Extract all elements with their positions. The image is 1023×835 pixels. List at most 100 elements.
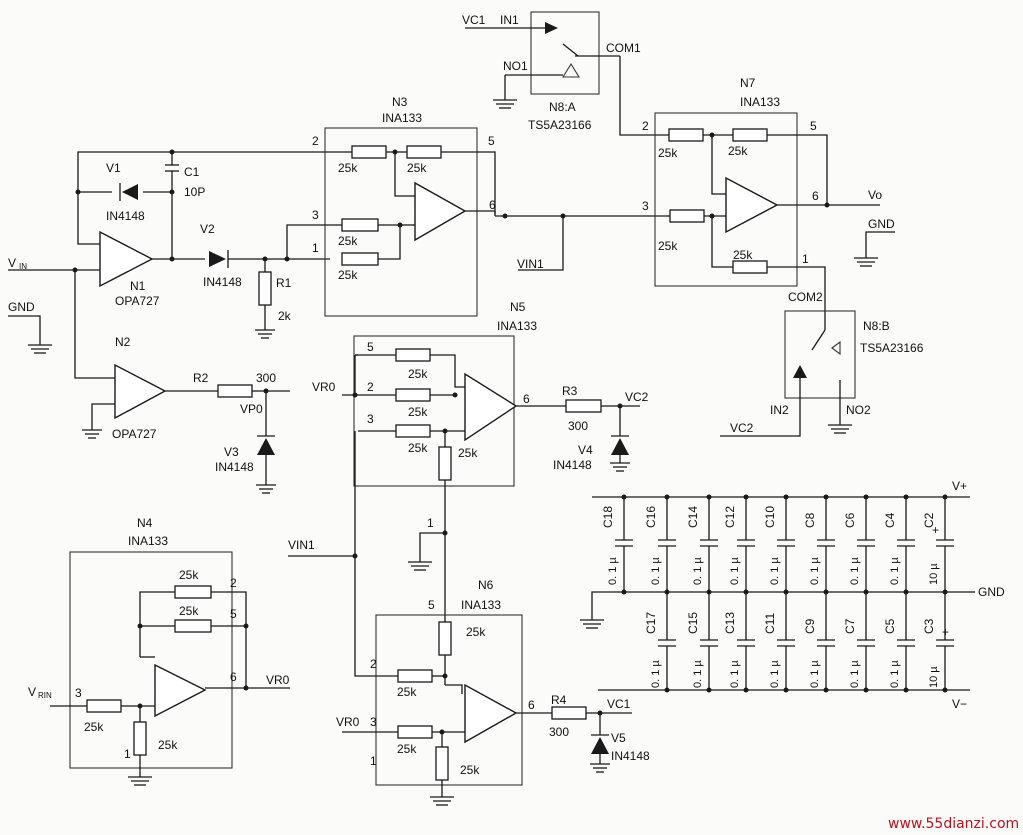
r3-label: R3 (562, 384, 578, 398)
n6-section (342, 614, 632, 806)
vin1-label-top: VIN1 (517, 257, 544, 271)
cap-node-bottom (783, 687, 789, 693)
cap-value: 0. 1 µ (729, 660, 741, 688)
n8a-label: N8:A (549, 100, 576, 114)
n3-r-b: 25k (407, 161, 427, 175)
n5-pin3: 3 (367, 412, 374, 426)
vplus-label: V+ (952, 479, 967, 493)
vin1-label: VIN1 (288, 538, 315, 552)
vrin-label: V (28, 685, 36, 699)
n3-pin6: 6 (489, 198, 496, 212)
watermark: www.55dianzi.com (888, 816, 1019, 832)
n6-pin1: 1 (370, 754, 377, 768)
cap-node-top (823, 494, 829, 500)
n5-r-c: 25k (408, 441, 428, 455)
cap-name-c14: C14 (686, 506, 700, 528)
vc2-label-switch: VC2 (730, 421, 754, 435)
cap-node-top (664, 494, 670, 500)
v5-label: V5 (611, 731, 626, 745)
r1-label: R1 (276, 276, 292, 290)
n6-opamp-icon (464, 683, 518, 744)
n2-section (74, 270, 290, 494)
cap-value: 10 µ (928, 563, 940, 585)
gnd-cap-label: GND (978, 585, 1005, 599)
n4-section (50, 551, 290, 786)
cap-node-bottom (863, 687, 869, 693)
cap-node-bottom (823, 687, 829, 693)
cap-node-top (863, 494, 869, 500)
n3-section (286, 127, 668, 317)
cap-name-c7: C7 (843, 618, 857, 634)
n5-pin5: 5 (367, 340, 374, 354)
cap-name-c3: C3 (922, 618, 936, 634)
n4-pin3: 3 (75, 686, 82, 700)
n4-r-c: 25k (84, 720, 104, 734)
n3-pin5: 5 (488, 134, 495, 148)
n8a-switch (465, 11, 668, 136)
cap-node-top (743, 494, 749, 500)
n7-pin3: 3 (642, 199, 649, 213)
vminus-label: V− (952, 697, 967, 711)
n6-pin6: 6 (528, 698, 535, 712)
n6-pin5: 5 (428, 598, 435, 612)
n3-pin2: 2 (312, 134, 319, 148)
v3-diode-icon (257, 438, 275, 455)
v4-label: V4 (578, 443, 593, 457)
v3-part: IN4148 (215, 460, 254, 474)
in2-label: IN2 (770, 403, 789, 417)
v2-part: IN4148 (203, 275, 242, 289)
n5-section (342, 335, 640, 617)
n7-r-b: 25k (728, 144, 748, 158)
cap-value: 0. 1 µ (769, 660, 781, 688)
cap-name-c17: C17 (644, 612, 658, 634)
cap-node-top (903, 494, 909, 500)
v1-label: V1 (106, 161, 121, 175)
in1-label: IN1 (500, 13, 519, 27)
cap-name-c9: C9 (803, 618, 817, 634)
r2-value: 300 (256, 371, 276, 385)
cap-value: 0. 1 µ (607, 557, 619, 585)
r4-value: 300 (549, 725, 569, 739)
r3-value: 300 (568, 419, 588, 433)
cap-node-gnd (621, 589, 627, 595)
cap-node-bottom (743, 687, 749, 693)
n5-pin6: 6 (523, 392, 530, 406)
cap-name-c11: C11 (763, 613, 777, 634)
vro-label-n5: VR0 (312, 380, 336, 394)
cap-name-c15: C15 (686, 612, 700, 634)
cap-value: 0. 1 µ (769, 557, 781, 585)
cap-value: 0. 1 µ (809, 660, 821, 688)
gnd-left-label: GND (8, 300, 35, 314)
vrin-sub: RIN (38, 691, 52, 700)
cap-node-bottom (706, 687, 712, 693)
n4-pin2: 2 (230, 576, 237, 590)
cap-node-bottom (903, 687, 909, 693)
n7-pin6: 6 (812, 189, 819, 203)
r4-label: R4 (551, 693, 567, 707)
n3-pin1: 1 (312, 241, 319, 255)
n5-pin2: 2 (367, 380, 374, 394)
cap-name-c12: C12 (723, 506, 737, 528)
n3-part: INA133 (382, 111, 422, 125)
n8a-part: TS5A23166 (528, 118, 592, 132)
v1-diode-icon (122, 184, 138, 200)
cap-name-c5: C5 (883, 618, 897, 634)
v3-label: V3 (224, 445, 239, 459)
n3-opamp-icon (414, 181, 467, 242)
n3-r-d: 25k (338, 268, 358, 282)
n3-r-a: 25k (338, 161, 358, 175)
vc1-label-n6: VC1 (607, 697, 631, 711)
n4-opamp-icon (154, 663, 207, 718)
n4-pin1: 1 (124, 747, 131, 761)
n6-r-c: 25k (397, 742, 417, 756)
n2-part: OPA727 (112, 427, 157, 441)
n3-pin3: 3 (312, 208, 319, 222)
cap-value: 0. 1 µ (849, 660, 861, 688)
v5-part: IN4148 (611, 749, 650, 763)
n5-pin1: 1 (427, 516, 434, 530)
r2-label: R2 (193, 371, 209, 385)
cap-name-c8: C8 (803, 512, 817, 528)
n6-r-a: 25k (466, 625, 486, 639)
n4-r-a: 25k (179, 568, 199, 582)
